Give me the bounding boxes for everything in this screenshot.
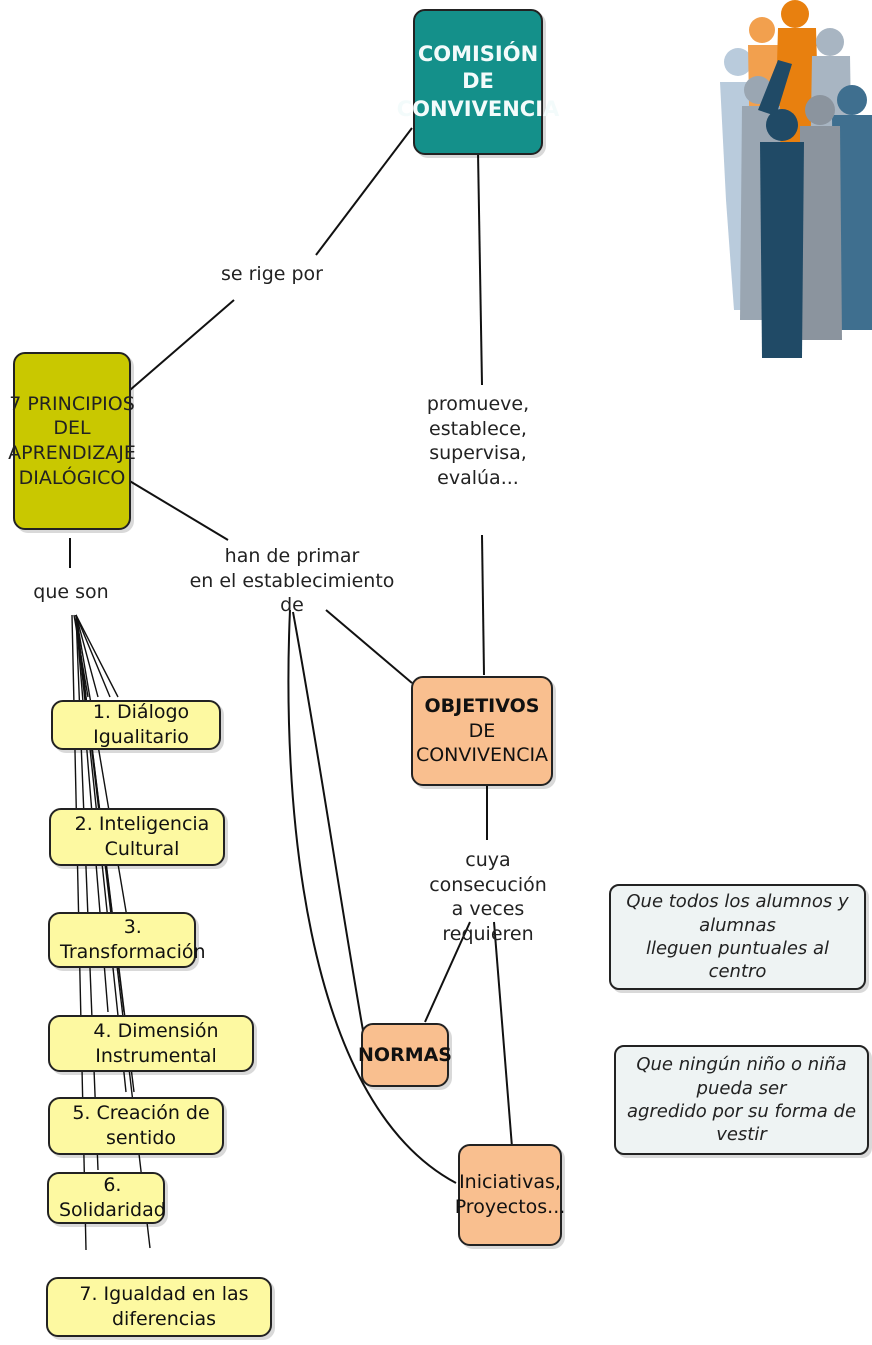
principle-item: 5. Creación de sentido xyxy=(48,1097,224,1155)
link-cuya-iniciativas xyxy=(493,921,513,1148)
comision-node: COMISIÓN DE CONVIVENCIA xyxy=(397,9,559,155)
example-note: Que ningún niño o niña pueda ser agredid… xyxy=(614,1045,869,1155)
principle-item: 1. Diálogo Igualitario xyxy=(51,700,221,750)
link-label-rige: se rige por xyxy=(220,263,323,285)
objetivos-subtitle: DE CONVIVENCIA xyxy=(415,719,549,767)
link-principios-primar xyxy=(127,479,229,541)
normas-node: NORMAS xyxy=(358,1023,452,1087)
principle-item: 4. Dimensión Instrumental xyxy=(48,1015,254,1072)
principle-item: 6. Solidaridad xyxy=(47,1172,166,1224)
link-label-cuya: cuya consecución a veces requieren xyxy=(429,849,547,946)
link-comision-promueve xyxy=(477,151,483,386)
link-cuya-normas xyxy=(424,921,471,1023)
link-rige-principios xyxy=(129,299,235,391)
link-promueve-objetivos xyxy=(481,534,485,676)
iniciativas-node: Iniciativas, Proyectos... xyxy=(455,1144,565,1246)
principle-item: 3. Transformación xyxy=(48,912,206,968)
link-label-primar: han de primar en el establecimiento de xyxy=(189,545,395,617)
principle-item: 2. Inteligencia Cultural xyxy=(49,808,225,866)
objetivos-title: OBJETIVOS xyxy=(424,694,540,717)
link-primar-objetivos xyxy=(325,609,413,684)
principle-item: 7. Igualdad en las diferencias xyxy=(46,1277,272,1337)
principios-node: 7 PRINCIPIOS DEL APRENDIZAJE DIALÓGICO xyxy=(8,352,136,530)
objetivos-node: OBJETIVOS DE CONVIVENCIA xyxy=(411,676,553,786)
link-primar-iniciativas xyxy=(287,609,457,1184)
group-of-people-icon xyxy=(720,0,872,358)
link-comision-rige xyxy=(315,127,413,256)
link-label-promueve: promueve, establece, supervisa, evalúa..… xyxy=(426,393,530,490)
example-note: Que todos los alumnos y alumnas lleguen … xyxy=(609,884,866,990)
link-primar-normas xyxy=(292,611,366,1043)
link-label-que-son: que son xyxy=(33,581,109,603)
